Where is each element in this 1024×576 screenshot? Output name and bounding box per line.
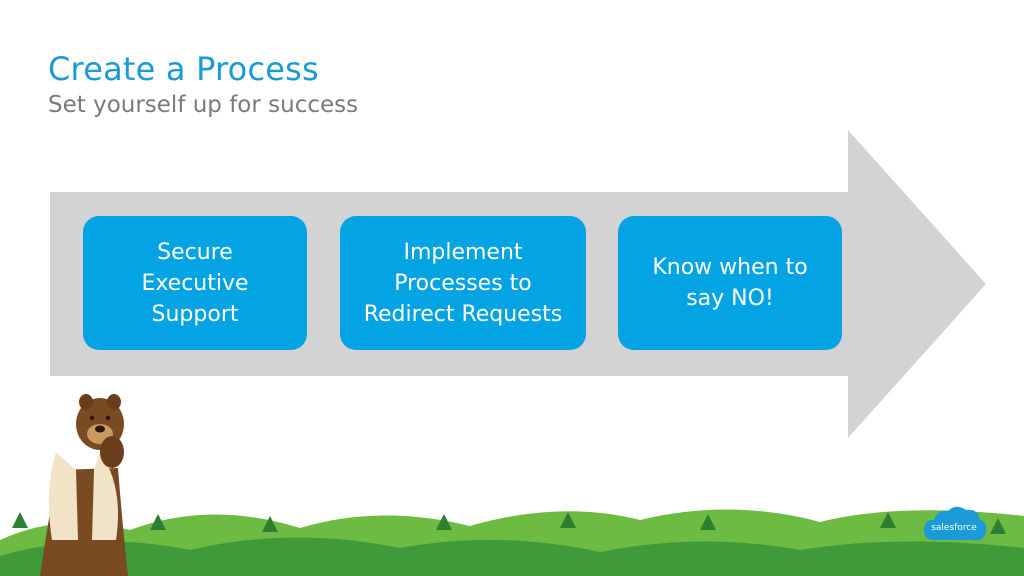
salesforce-cloud-logo-icon: salesforce: [924, 506, 987, 541]
step-label-3: Know when to say NO!: [652, 255, 808, 311]
step-label-2: Implement Processes to Redirect Requests: [363, 239, 563, 327]
page-subtitle: Set yourself up for success: [48, 92, 359, 118]
hills-illustration: [0, 509, 1024, 576]
page-title: Create a Process: [48, 50, 319, 88]
logo-text: salesforce: [931, 523, 977, 533]
bear-mascot-icon: [40, 394, 128, 576]
step-box-1: Secure Executive Support: [83, 216, 307, 350]
step-label-1: Secure Executive Support: [141, 239, 249, 327]
step-box-3: Know when to say NO!: [618, 216, 842, 350]
step-box-2: Implement Processes to Redirect Requests: [340, 216, 586, 350]
